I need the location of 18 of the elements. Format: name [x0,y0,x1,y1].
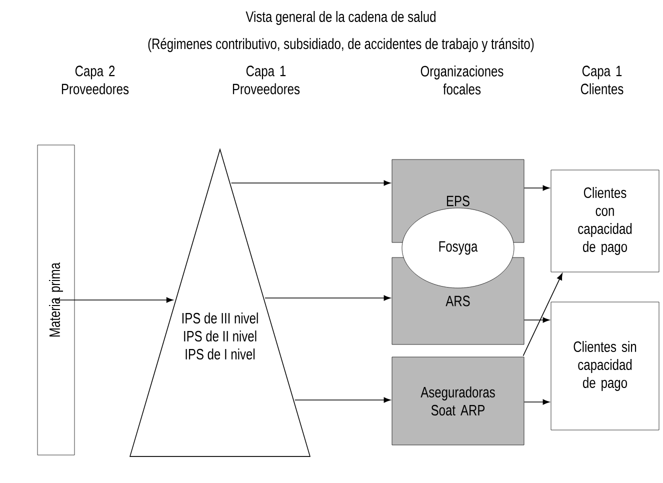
column-header: Capa 1 Proveedores [232,66,300,94]
process-box: Clientes sin capacidad de pago [550,302,660,430]
arrow [294,397,391,403]
column-header: Capa 1 Clientes [580,66,624,94]
arrow [524,399,550,405]
arrow [56,297,174,303]
column-header: Capa 2 Proveedores [62,66,129,94]
arrow [524,185,550,191]
organization-box: Aseguradoras Soat ARP [392,356,524,446]
arrow [230,180,391,186]
subtitle: (Régimenes contributivo, subsidiado, de accidentes de trabajo y tránsito) [148,38,534,52]
title: Vista general de la cadena de salud [246,11,436,25]
arrow [524,317,550,323]
arrow [522,273,562,356]
arrow [264,295,391,301]
process-box: Materia prima [37,144,75,456]
process-box: Clientes con capacidad de pago [550,170,660,272]
column-header: Organizaciones focales [420,66,504,94]
